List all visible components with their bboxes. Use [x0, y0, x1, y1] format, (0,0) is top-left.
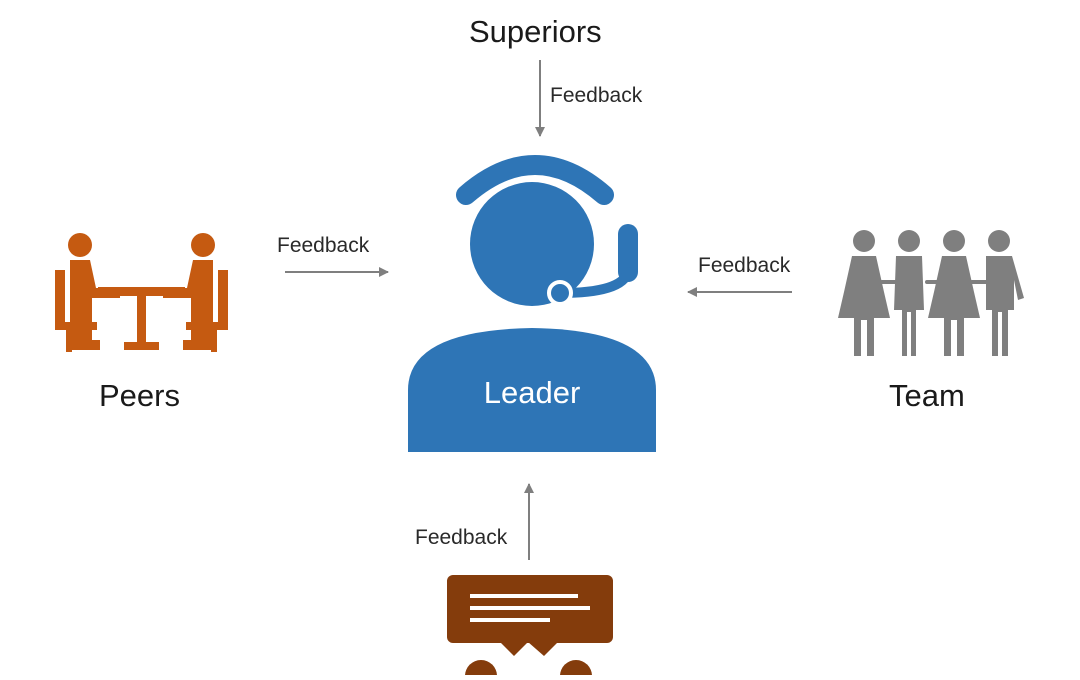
chat-bubble-people-icon	[447, 575, 613, 680]
leader-label: Leader	[483, 375, 581, 410]
feedback-superiors-label: Feedback	[550, 84, 643, 107]
peers-label: Peers	[99, 378, 180, 413]
feedback-bottom-label: Feedback	[415, 526, 508, 549]
headset-person-icon	[408, 155, 656, 452]
group-of-people-icon	[838, 230, 1024, 356]
feedback-peers-label: Feedback	[277, 234, 370, 257]
superiors-label: Superiors	[469, 14, 602, 49]
team-label: Team	[889, 378, 965, 413]
meeting-at-table-icon	[55, 233, 228, 352]
feedback-team-label: Feedback	[698, 254, 791, 277]
